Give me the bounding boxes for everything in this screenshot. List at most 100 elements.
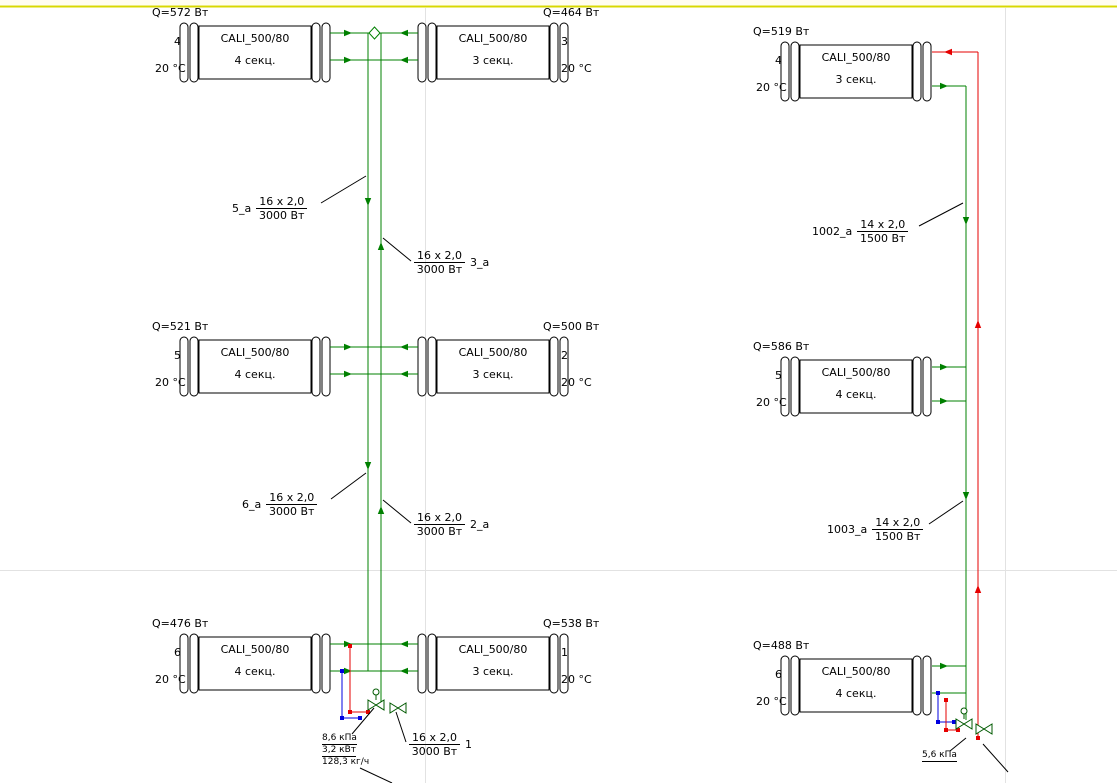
radiator-model: CALI_500/80 — [821, 51, 891, 64]
stat-flow: 128,3 кг/ч — [322, 757, 370, 767]
radiator-section-end — [922, 655, 932, 716]
radiator-number: 6 — [775, 668, 782, 681]
radiator-model: CALI_500/80 — [458, 643, 528, 656]
pipe-size-text: 16 x 2,0 — [409, 731, 460, 745]
radiator-section-end — [179, 336, 189, 397]
radiator-q-label: Q=538 Вт — [543, 617, 600, 630]
flow-arrow-icon — [364, 462, 372, 470]
pipe-size-text: 14 x 2,0 — [872, 516, 924, 530]
radiator-section-end — [559, 336, 569, 397]
radiator-number: 4 — [174, 35, 181, 48]
radiator-section-end — [790, 41, 800, 102]
pipe-power-text: 1500 Вт — [875, 530, 921, 543]
pipe-size-text: 16 x 2,0 — [266, 491, 318, 505]
radiator-section-end — [780, 356, 790, 417]
radiator-sections: 3 секц. — [472, 54, 514, 67]
flow-arrow-icon — [344, 343, 352, 351]
pipes-layer — [330, 26, 993, 740]
radiator-shape[interactable] — [417, 336, 569, 397]
pipe-tag: 1003_a — [827, 523, 868, 536]
flow-arrow-icon — [400, 370, 408, 378]
radiator-q-label: Q=586 Вт — [753, 340, 810, 353]
radiator-q-label: Q=519 Вт — [753, 25, 810, 38]
radiator-q-label: Q=572 Вт — [152, 6, 209, 19]
radiator-shape[interactable] — [417, 633, 569, 694]
source-stats-label: 8,6 кПа 3,2 кВт 128,3 кг/ч — [322, 733, 369, 768]
radiator-section-end — [179, 633, 189, 694]
radiator-section-end — [311, 633, 321, 694]
pipe-tag: 5_a — [232, 202, 252, 215]
pipe-tag: 3_a — [470, 256, 490, 269]
radiator-shape[interactable] — [780, 356, 932, 417]
radiator-temp: 20 °C — [756, 695, 787, 708]
radiator-model: CALI_500/80 — [220, 643, 290, 656]
radiator-section-end — [417, 22, 427, 83]
flow-arrow-icon — [974, 585, 982, 593]
radiator-temp: 20 °C — [561, 62, 592, 75]
flow-arrow-icon — [400, 29, 408, 37]
radiator-number: 3 — [561, 35, 568, 48]
radiator-section-end — [427, 633, 437, 694]
radiator-temp: 20 °C — [756, 81, 787, 94]
radiator-temp: 20 °C — [155, 62, 186, 75]
pipe-power-text: 1500 Вт — [860, 232, 906, 245]
radiator-section-end — [311, 22, 321, 83]
radiators-layer — [179, 22, 932, 716]
pipe-power-text: 3000 Вт — [259, 209, 305, 222]
radiator-q-label: Q=521 Вт — [152, 320, 209, 333]
radiator-shape[interactable] — [179, 633, 331, 694]
pipe-size-text: 16 x 2,0 — [256, 195, 308, 209]
radiator-section-end — [427, 336, 437, 397]
right-stat-pressure: 5,6 кПа — [922, 750, 957, 762]
flow-arrow-icon — [962, 492, 970, 500]
radiator-section-end — [321, 633, 331, 694]
flow-arrow-icon — [940, 82, 948, 90]
radiator-shape[interactable] — [780, 655, 932, 716]
pipe-tag: 1 — [465, 738, 472, 751]
flow-arrow-icon — [344, 56, 352, 64]
radiator-section-end — [189, 22, 199, 83]
radiator-section-end — [179, 22, 189, 83]
flow-arrow-icon — [974, 320, 982, 328]
radiator-sections: 3 секц. — [472, 665, 514, 678]
radiator-section-end — [912, 655, 922, 716]
valve-icon[interactable] — [955, 707, 973, 730]
valve-icon[interactable] — [367, 688, 385, 711]
radiator-shape[interactable] — [780, 41, 932, 102]
valve-icon[interactable] — [389, 702, 407, 714]
radiator-section-end — [311, 336, 321, 397]
radiator-temp: 20 °C — [561, 673, 592, 686]
valve-icon[interactable] — [975, 723, 993, 735]
radiator-section-end — [922, 356, 932, 417]
radiator-section-end — [912, 356, 922, 417]
pipe-size-text: 16 x 2,0 — [414, 511, 465, 525]
radiator-shape[interactable] — [417, 22, 569, 83]
radiator-section-end — [549, 22, 559, 83]
flow-arrow-icon — [344, 667, 352, 675]
radiator-model: CALI_500/80 — [458, 346, 528, 359]
radiator-section-end — [780, 41, 790, 102]
radiator-number: 2 — [561, 349, 568, 362]
radiator-sections: 4 секц. — [835, 388, 877, 401]
pipe-size-text: 14 x 2,0 — [857, 218, 909, 232]
stat-pressure: 8,6 кПа — [322, 733, 357, 745]
flow-arrow-icon — [400, 640, 408, 648]
flow-arrow-icon — [344, 29, 352, 37]
radiator-model: CALI_500/80 — [458, 32, 528, 45]
radiator-section-end — [321, 336, 331, 397]
radiator-number: 4 — [775, 54, 782, 67]
radiator-sections: 4 секц. — [234, 54, 276, 67]
radiator-shape[interactable] — [179, 22, 331, 83]
radiator-section-end — [549, 633, 559, 694]
flow-arrow-icon — [962, 217, 970, 225]
pipe-power-text: 3000 Вт — [416, 525, 463, 538]
radiator-shape[interactable] — [179, 336, 331, 397]
